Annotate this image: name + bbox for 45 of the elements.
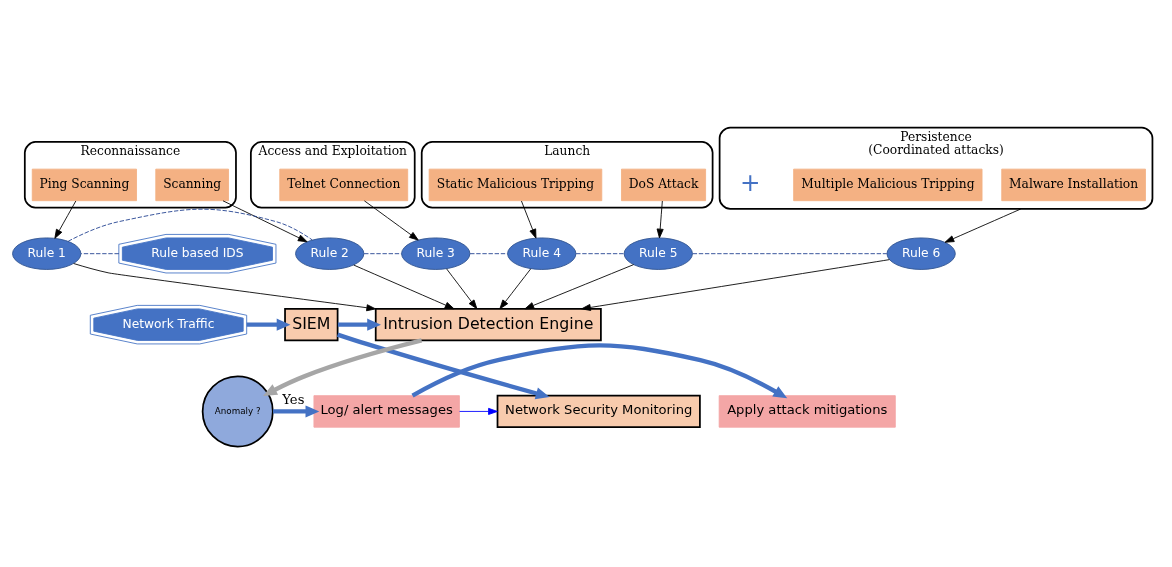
node-box: DoS Attack	[621, 168, 707, 202]
arrow	[222, 200, 308, 243]
node-ellipse: Rule 3	[401, 237, 471, 270]
arrow	[353, 264, 455, 310]
arrow	[944, 208, 1022, 243]
connector	[575, 253, 625, 255]
node-ellipse: Rule 5	[623, 237, 693, 270]
node-ellipse: Rule 1	[12, 237, 82, 270]
label: +	[740, 167, 761, 197]
connector	[469, 253, 508, 255]
arrow	[521, 200, 537, 239]
arrow	[363, 200, 419, 241]
arrow	[656, 200, 664, 239]
node-box: Telnet Connection	[279, 168, 409, 202]
arrow	[273, 405, 320, 418]
node-box: Malware Installation	[1001, 168, 1146, 202]
arrow	[499, 268, 532, 310]
node-ellipse: Rule 2	[295, 237, 365, 270]
arrow	[446, 268, 478, 310]
node-box: Multiple Malicious Tripping	[793, 168, 983, 202]
arrow	[263, 338, 423, 396]
connector	[67, 208, 313, 242]
connector	[692, 253, 888, 255]
node-circle: Anomaly ?	[201, 375, 274, 448]
node-box: SIEM	[284, 308, 339, 342]
node-box: Intrusion Detection Engine	[374, 308, 602, 342]
arrow	[336, 332, 550, 400]
connector	[80, 253, 120, 255]
arrow	[246, 318, 291, 331]
node-box: Static Malicious Tripping	[428, 168, 603, 202]
node-box: Apply attack mitigations	[718, 395, 896, 428]
node-ellipse: Rule 4	[507, 237, 577, 270]
arrow	[459, 407, 498, 415]
arrow	[581, 259, 890, 311]
node-box: Network Security Monitoring	[496, 394, 701, 429]
arrow	[337, 318, 381, 331]
connector	[363, 253, 402, 255]
node-box: Scanning	[155, 168, 229, 202]
arrow	[73, 263, 376, 312]
arrow	[54, 200, 77, 239]
arrow	[411, 343, 788, 399]
node-box: Ping Scanning	[31, 168, 137, 202]
edge-label: Yes	[282, 392, 305, 408]
node-box: Log/ alert messages	[313, 395, 460, 428]
arrow	[524, 264, 634, 310]
